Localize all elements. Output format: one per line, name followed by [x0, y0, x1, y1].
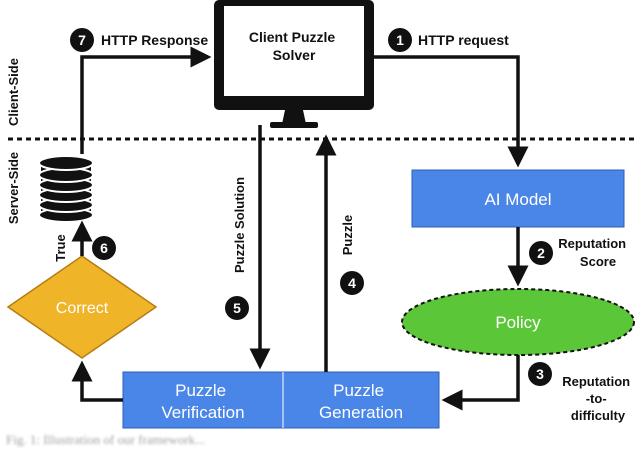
client-side-label: Client-Side [6, 58, 21, 126]
puzzle-verification-label: Puzzle Verification [161, 381, 244, 422]
step-5: 5 Puzzle Solution [225, 177, 249, 320]
step-1-label: HTTP request [418, 32, 509, 48]
step-3-label: Reputation -to- difficulty [562, 374, 634, 423]
puzzle-generation-box [282, 371, 440, 429]
puzzle-verification-box [122, 371, 284, 429]
client-solver-label: Client Puzzle Solver [249, 29, 339, 63]
ai-model-label: AI Model [484, 190, 551, 209]
step-4: 4 Puzzle [340, 215, 364, 295]
server-side-label: Server-Side [6, 152, 21, 224]
arrow-reputation-to-difficulty [441, 355, 520, 411]
step-6-label: True [53, 234, 68, 261]
arrow-to-correct [71, 360, 123, 402]
step-1: 1 HTTP request [388, 28, 509, 52]
step-5-number: 5 [233, 300, 241, 316]
step-2-number: 2 [537, 245, 545, 261]
step-6-number: 6 [100, 240, 108, 256]
step-7: 7 HTTP Response [70, 28, 208, 52]
policy-label: Policy [495, 313, 541, 332]
correct-label: Correct [56, 300, 109, 317]
arrow-http-request [374, 55, 529, 168]
correct-decision [6, 255, 158, 359]
step-7-label: HTTP Response [101, 32, 208, 48]
step-1-number: 1 [396, 32, 404, 48]
figure-caption: Fig. 1: Illustration of our framework... [6, 432, 205, 447]
database-icon [38, 155, 94, 223]
step-7-number: 7 [78, 32, 86, 48]
step-4-label: Puzzle [340, 215, 355, 255]
puzzle-generation-label: Puzzle Generation [319, 381, 403, 422]
step-2-label: Reputation Score [558, 236, 630, 269]
step-3: 3 Reputation -to- difficulty [528, 362, 634, 423]
monitor-icon [214, 0, 374, 128]
step-6: 6 True [53, 234, 116, 262]
arrow-http-response [80, 46, 212, 154]
step-2: 2 Reputation Score [529, 236, 630, 269]
step-5-label: Puzzle Solution [232, 177, 247, 273]
step-3-number: 3 [536, 366, 544, 382]
step-4-number: 4 [348, 275, 356, 291]
